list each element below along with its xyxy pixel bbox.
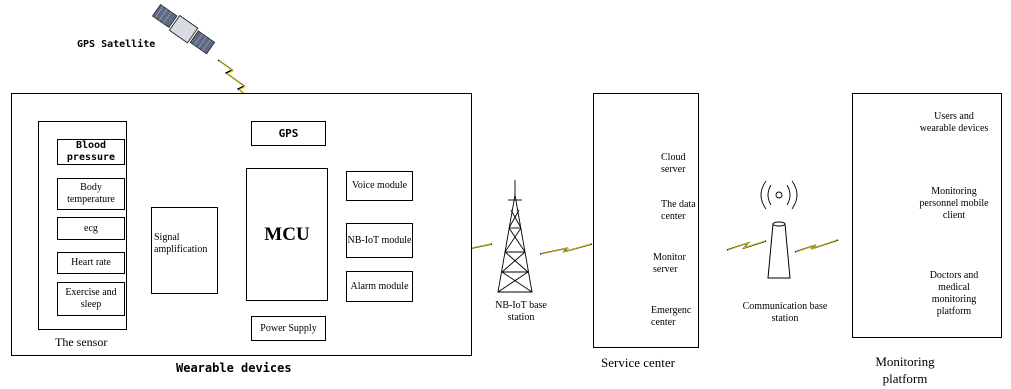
monitor-server-label: Monitor server: [653, 252, 686, 275]
nbiot-tower-icon: [497, 180, 533, 293]
mcu-box: MCU: [246, 168, 328, 301]
comm-tower-icon: [760, 180, 798, 279]
alarm-module-box: Alarm module: [346, 271, 413, 302]
wearable-devices-caption: Wearable devices: [176, 361, 292, 375]
signal-amplification-box: Signal amplification: [151, 207, 218, 294]
nbiot-module-box: NB-IoT module: [346, 223, 413, 258]
emergency-center-label: Emergenc center: [651, 305, 692, 328]
wireless-link-platform: [794, 239, 839, 253]
sensor-item-heart-rate: Heart rate: [57, 252, 125, 274]
wireless-link-comm: [726, 240, 767, 251]
sensor-caption: The sensor: [55, 335, 108, 349]
monitoring-platform-panel: [852, 93, 1002, 338]
power-supply-box: Power Supply: [251, 316, 326, 341]
gps-module-box: GPS: [251, 121, 326, 146]
wireless-link-service: [539, 243, 593, 255]
sensor-item-body-temperature: Body temperature: [57, 178, 125, 210]
cloud-server-label: Cloud server: [661, 152, 686, 175]
sensor-item-exercise-sleep: Exercise and sleep: [57, 282, 125, 316]
platform-item-users: Users and wearable devices: [919, 111, 989, 134]
service-center-caption: Service center: [601, 355, 675, 370]
comm-station-label: Communication base station: [742, 301, 828, 324]
data-center-label: The data center: [661, 199, 696, 222]
sensor-item-blood-pressure: Blood pressure: [57, 139, 125, 165]
nbiot-station-label: NB-IoT base station: [495, 300, 547, 323]
voice-module-box: Voice module: [346, 171, 413, 201]
service-center-panel: [593, 93, 699, 348]
platform-item-mobile-client: Monitoring personnel mobile client: [919, 186, 989, 221]
sensor-item-ecg: ecg: [57, 217, 125, 240]
monitoring-platform-caption: Monitoring platform: [875, 354, 935, 386]
satellite-icon: [151, 3, 216, 55]
platform-item-doctors: Doctors and medical monitoring platform: [929, 270, 979, 317]
gps-satellite-label: GPS Satellite: [77, 39, 156, 50]
